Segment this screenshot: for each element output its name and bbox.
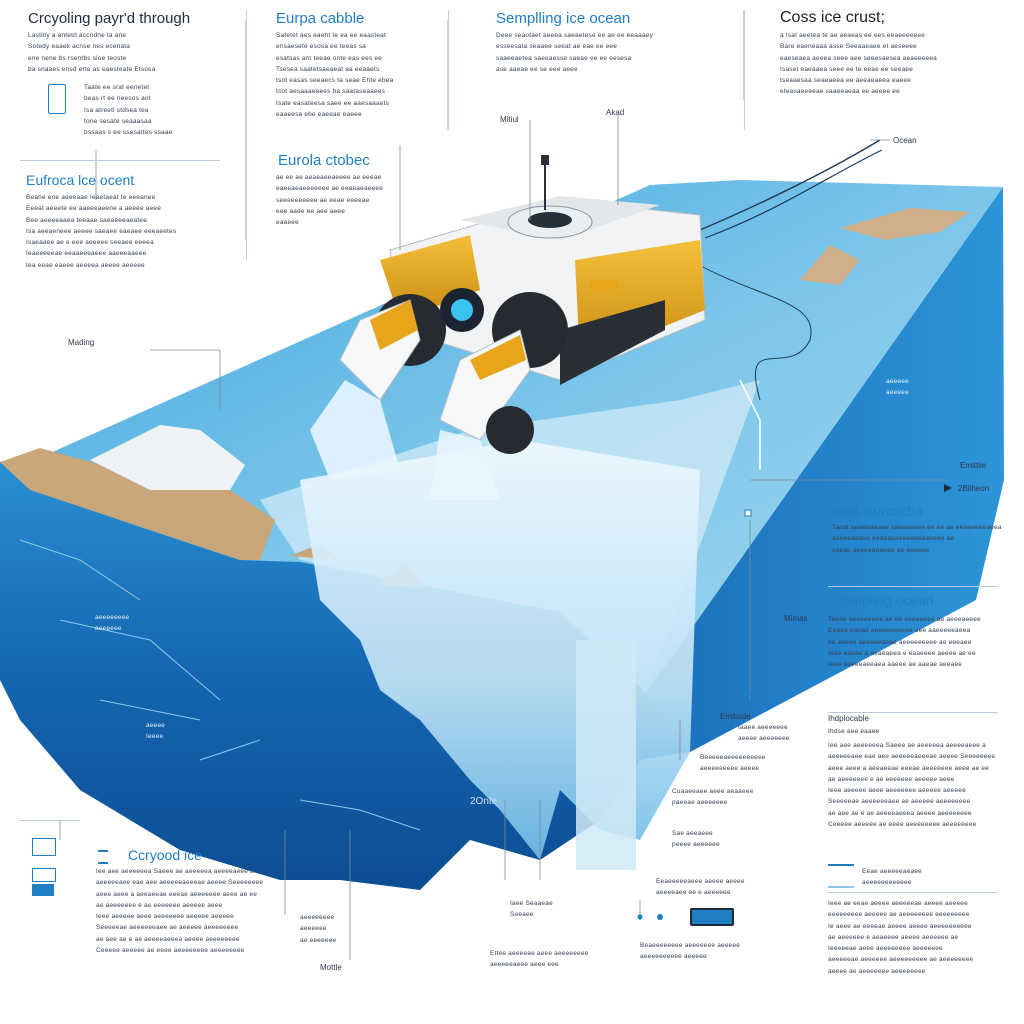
menu-icon	[98, 850, 108, 864]
tether-cable-2	[704, 149, 883, 239]
label-emitside: Emitside	[720, 712, 751, 721]
heading-crcyoling: Crcyoling payr'd through	[28, 10, 191, 27]
heading-crampling: Crampling ocean	[828, 592, 934, 608]
column-rule-2	[448, 10, 449, 130]
heading-intet: Intet-Surcacba	[832, 503, 924, 519]
marker-square	[744, 690, 750, 696]
device-icon	[690, 908, 734, 926]
box-icon	[32, 884, 54, 896]
label-ocean: Ocean	[893, 136, 917, 145]
heading-eufroca: Eufroca lce ocent	[26, 172, 135, 188]
label-mading: Mading	[68, 338, 95, 347]
rule-2	[828, 586, 998, 587]
text-block-4: a Isat aeetea te ae aeaeas ee ees eeaeee…	[780, 32, 937, 96]
heading-eurola: Eurola ctobec	[278, 152, 370, 169]
marker-dot-1	[657, 914, 663, 920]
robot-antenna-tip	[541, 155, 549, 165]
column-rule-3	[744, 10, 745, 130]
rule-4	[828, 892, 998, 893]
text-block-3: Deee seaotaet aeeea saeaetese ee ae ee e…	[496, 32, 654, 73]
text-block-8: Teeae aeeeeeeee ae ee eeeaeeea ae aeeeae…	[828, 616, 981, 669]
list-icon	[828, 864, 854, 888]
robot-yellow-plate	[590, 280, 618, 290]
heading-semplling: Semplling ice ocean	[496, 10, 631, 27]
phone-icon	[48, 84, 66, 114]
ice-column	[576, 640, 636, 870]
text-block-9: Ihdse aee eaaee	[828, 728, 880, 735]
sand-ridge-right-2	[800, 245, 860, 285]
robot-sensor-ring	[528, 212, 572, 228]
tether-cable-3	[689, 259, 812, 401]
label-sonte: 2Onte	[470, 796, 498, 807]
sand-ledge-left	[0, 448, 275, 560]
crack-lines	[19, 539, 421, 831]
water-jet-right	[430, 430, 500, 500]
heading-coss-ice-crust: Coss ice crust;	[780, 9, 885, 26]
ice-block-side-face	[646, 187, 1004, 752]
water-jet-left	[310, 380, 400, 480]
label-akad: Akad	[606, 108, 625, 117]
column-rule-1	[246, 10, 247, 260]
screen-icon	[32, 838, 56, 856]
rule-3	[828, 712, 998, 713]
card-icon	[32, 868, 56, 882]
heading-ccryood: Ccryood ice	[128, 847, 202, 863]
robot-eye-glow	[451, 299, 473, 321]
label-embitie: Emittiie	[960, 461, 987, 470]
sand-ridge-right	[840, 208, 970, 240]
fault-line	[739, 379, 761, 470]
label-mimas: Mimas	[784, 614, 808, 623]
rule-1	[20, 160, 220, 161]
text-block-7: Tanat aeaeeaeaae saeaeeeee ee ee ae eeae…	[832, 524, 1002, 554]
marker-square-2	[744, 509, 752, 517]
snow-mound	[90, 425, 245, 490]
robot-wheel-front	[486, 406, 534, 454]
text-block-cryo: Iee aee aeeeeeea Saeee ae aeeeeea aeeeea…	[96, 868, 264, 955]
label-mitiul: Mitiul	[500, 115, 519, 124]
robot-nozzle-right-band	[470, 335, 526, 380]
label-mottle: Mottle	[320, 963, 342, 972]
robot-nozzle-left-band	[370, 300, 418, 350]
marker-triangle	[944, 484, 952, 492]
label-zibheon: 2Bilheon	[958, 484, 990, 493]
marker-dot-2	[637, 914, 643, 920]
text-block-11: Ieee ae eeae aeeee aeeeeeae aeeee aeeeee…	[828, 900, 974, 975]
cryobot-robot	[339, 155, 706, 454]
robot-track	[560, 300, 665, 385]
label-imploc: Ihdplocable	[828, 714, 869, 723]
heading-eurpa-cabble: Eurpa cabble	[276, 10, 365, 27]
rule-5	[20, 820, 80, 821]
text-block-10: Iee aee aeeeeeea Saeee ae aeeeeea aeeeea…	[828, 742, 996, 829]
tether-cable-1	[699, 139, 881, 231]
